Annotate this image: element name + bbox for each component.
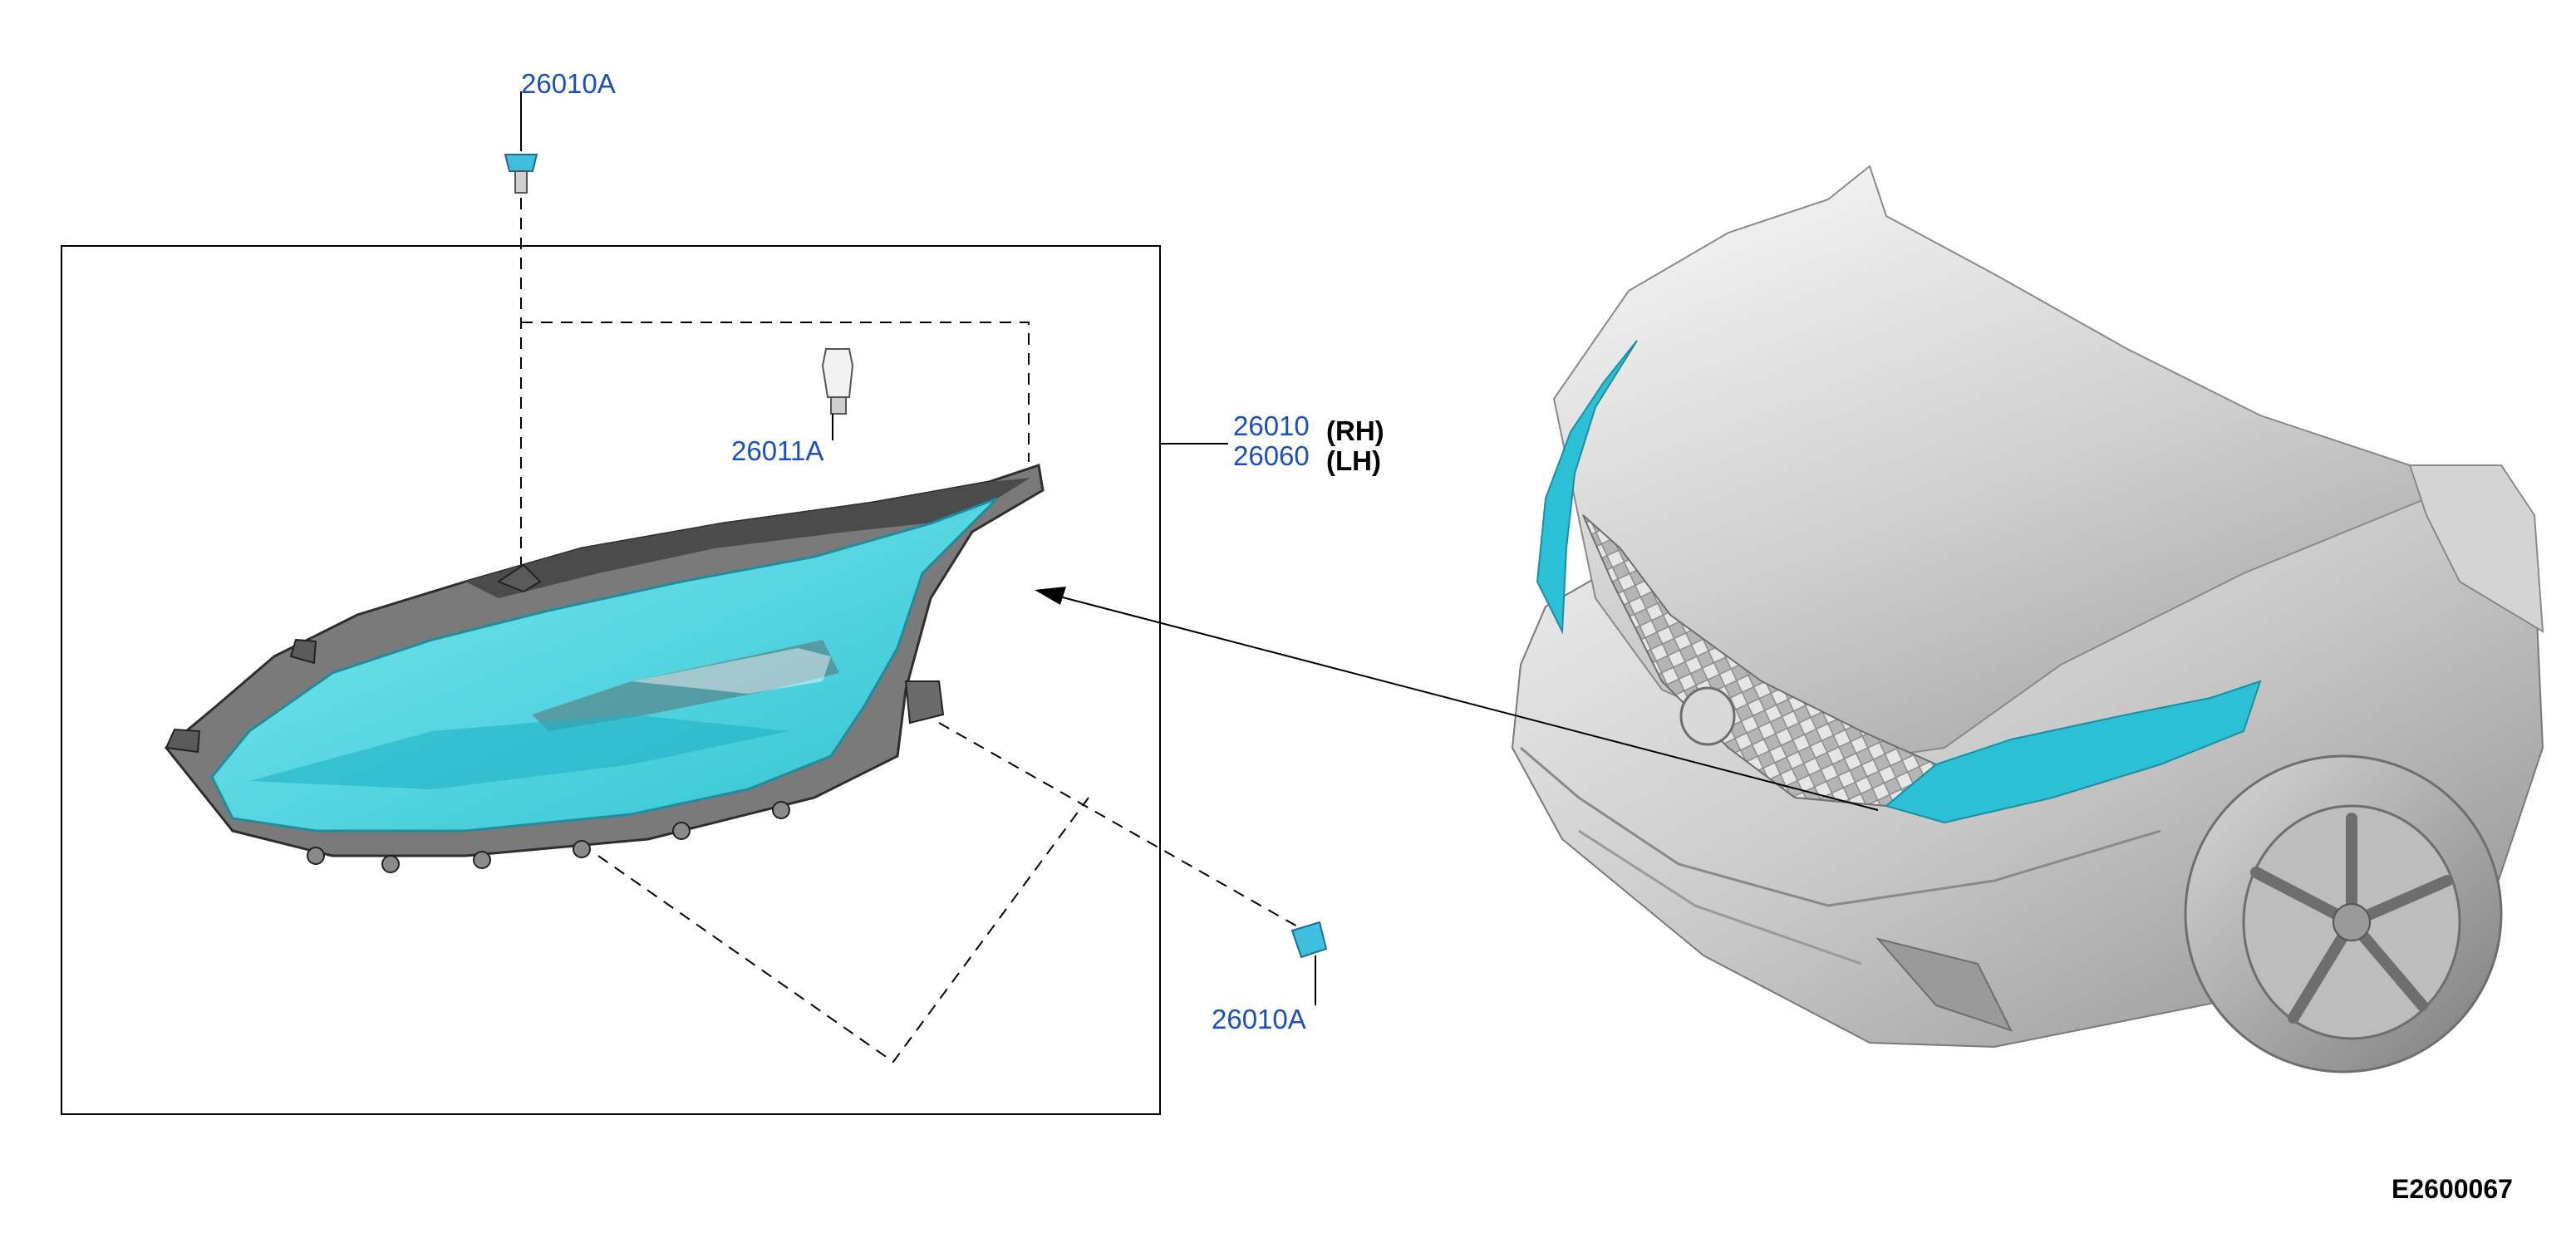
- callout-arrow: [1035, 587, 1879, 811]
- callout-headlamp-lh[interactable]: 26060: [1233, 440, 1310, 471]
- callout-clip-top[interactable]: 26010A: [521, 68, 616, 99]
- vehicle-front: [1511, 165, 2544, 1073]
- callout-bulb[interactable]: 26011A: [731, 435, 823, 466]
- callout-clip-bottom[interactable]: 26010A: [1212, 1004, 1306, 1034]
- side-label-lh: (LH): [1326, 445, 1381, 476]
- bulb-icon[interactable]: [821, 348, 854, 440]
- side-label-rh: (RH): [1326, 415, 1384, 446]
- assembly-guide-lines: [520, 198, 1305, 1064]
- callout-headlamp-rh[interactable]: 26010: [1233, 410, 1310, 441]
- headlamp-assembly[interactable]: [164, 464, 1045, 873]
- clip-icon[interactable]: [1290, 921, 1328, 1005]
- clip-icon[interactable]: [504, 91, 538, 194]
- assembly-frame: [61, 245, 1161, 1115]
- figure-id: E2600067: [2392, 1174, 2513, 1204]
